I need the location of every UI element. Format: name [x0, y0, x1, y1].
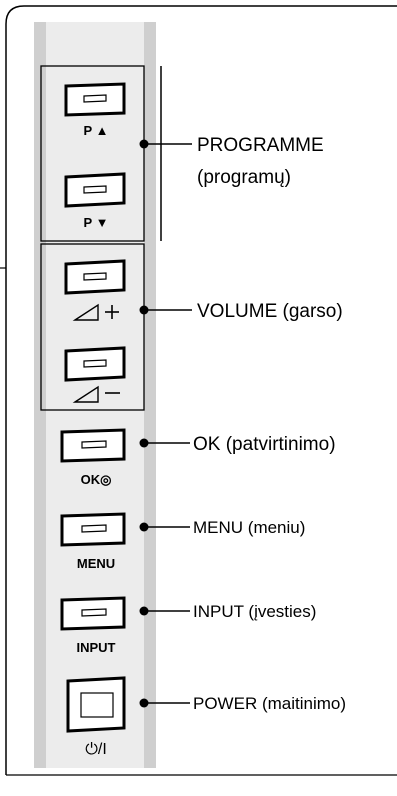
volume-down-icon — [72, 385, 120, 403]
menu-button[interactable] — [60, 512, 126, 547]
power-button[interactable] — [66, 676, 126, 733]
volume-label: VOLUME (garso) — [197, 301, 343, 322]
programme-up-button[interactable] — [64, 82, 126, 117]
ok-leader — [139, 438, 190, 448]
volume-up-icon — [72, 303, 119, 321]
power-label: POWER (maitinimo) — [193, 694, 346, 713]
menu-leader — [139, 522, 190, 532]
volume-leader — [139, 305, 192, 315]
programme-up-caption: P ▲ — [84, 123, 109, 138]
input-caption: INPUT — [77, 640, 116, 655]
volume-group-box — [40, 243, 145, 411]
volume-down-button[interactable] — [64, 346, 126, 382]
menu-label: MENU (meniu) — [193, 518, 305, 537]
power-leader — [139, 698, 190, 708]
ok-label: OK (patvirtinimo) — [193, 434, 336, 455]
programme-label-line2: (programų) — [197, 167, 291, 188]
panel-strip-light — [46, 22, 144, 768]
input-leader — [139, 606, 190, 616]
programme-label-line1: PROGRAMME — [197, 135, 324, 156]
power-caption: ⏻/I — [85, 741, 107, 758]
programme-down-button[interactable] — [64, 172, 126, 208]
volume-up-button[interactable] — [64, 259, 126, 295]
ok-caption: OK◎ — [81, 472, 112, 487]
programme-group-box — [40, 65, 145, 242]
input-label: INPUT (įvesties) — [193, 602, 316, 621]
ok-button[interactable] — [60, 428, 126, 463]
programme-down-caption: P ▼ — [84, 215, 109, 230]
programme-leader — [139, 66, 192, 241]
input-button[interactable] — [60, 596, 126, 631]
menu-caption: MENU — [77, 556, 115, 571]
outer-frame — [5, 5, 397, 775]
